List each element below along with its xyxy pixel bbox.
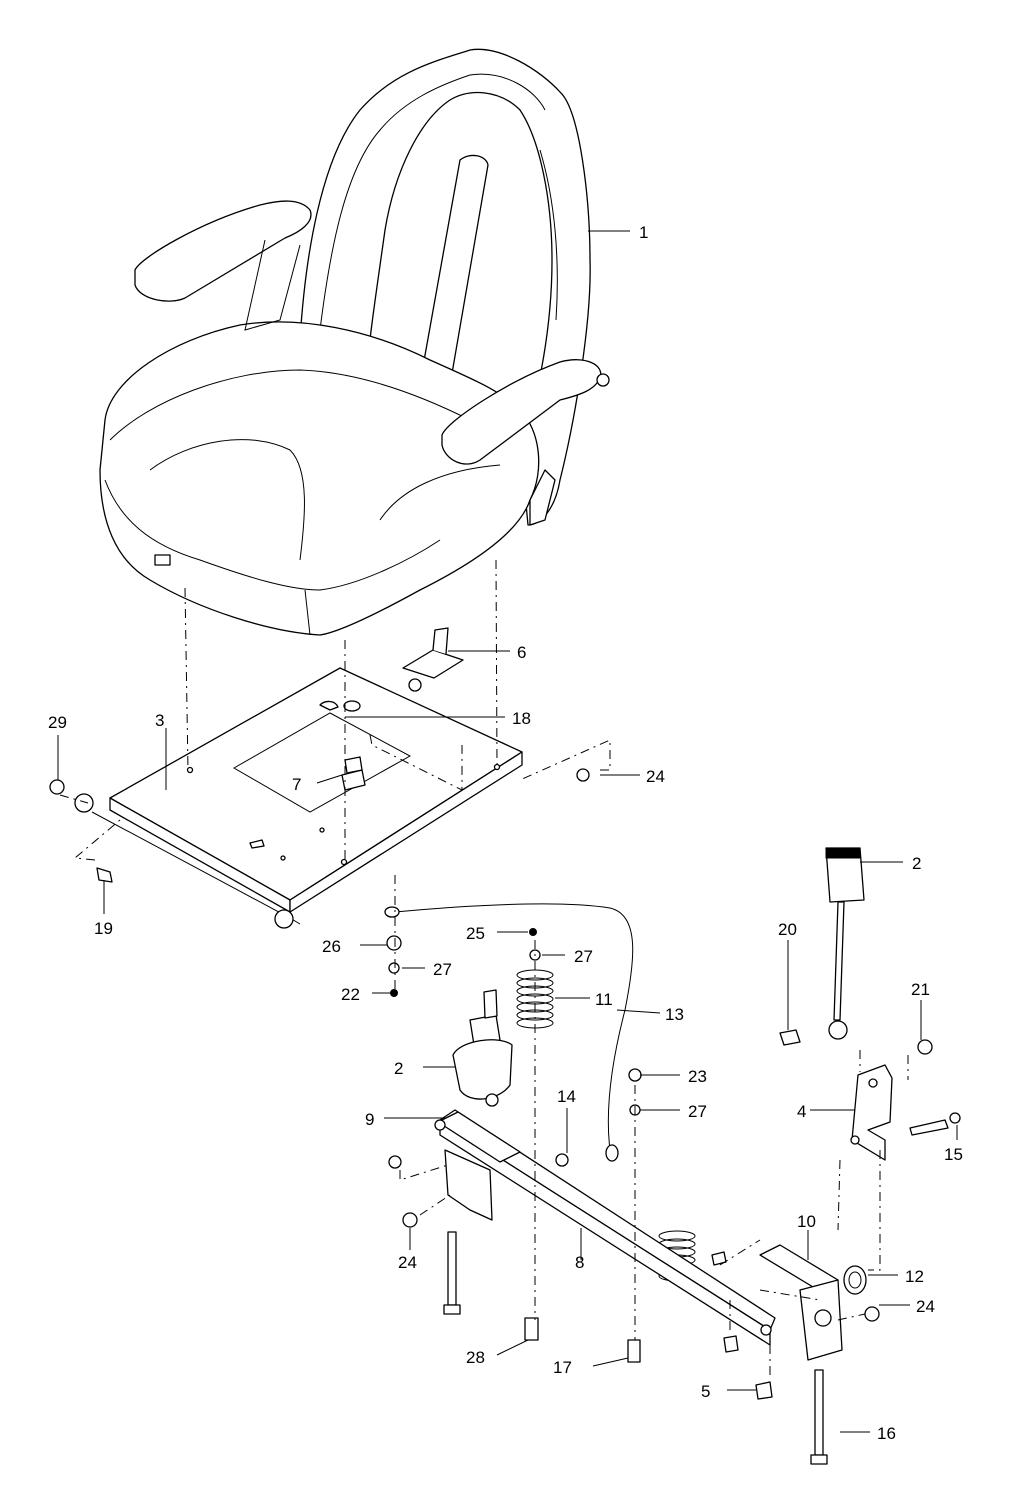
seat (99, 48, 610, 636)
bolt-15 (909, 1119, 949, 1136)
callout-16: 16 (877, 1424, 896, 1443)
callout-3: 3 (155, 711, 164, 730)
callout-4: 4 (797, 1102, 806, 1121)
callout-1: 1 (639, 223, 648, 242)
callout-12: 12 (905, 1267, 924, 1286)
callout-9: 9 (365, 1110, 374, 1129)
washer-27-left (388, 962, 400, 974)
rods (443, 1231, 828, 1465)
callout-2-retractor: 2 (394, 1059, 403, 1078)
assembly-lines (59, 559, 909, 1380)
callout-5: 5 (701, 1382, 710, 1401)
callout-27-left: 27 (433, 960, 452, 979)
nut-25 (529, 928, 537, 936)
nut-24-left (402, 1212, 418, 1228)
callout-24-top: 24 (646, 767, 665, 786)
callout-25: 25 (466, 924, 485, 943)
washer-26 (386, 935, 402, 951)
callout-22: 22 (341, 985, 360, 1004)
bracket-4 (850, 1064, 893, 1161)
callout-18: 18 (512, 709, 531, 728)
callout-17: 17 (553, 1358, 572, 1377)
nut-22 (390, 989, 398, 997)
callout-15: 15 (944, 1145, 963, 1164)
cross-bar-8 (434, 1109, 843, 1361)
belt-buckle-2 (825, 847, 865, 1040)
pin-18 (319, 700, 339, 711)
callout-10: 10 (797, 1212, 816, 1231)
belt-retractor-2 (452, 989, 513, 1107)
callout-27-mid: 27 (574, 947, 593, 966)
callout-11: 11 (595, 990, 613, 1009)
callout-29: 29 (48, 713, 67, 732)
bolt-14 (555, 1153, 569, 1167)
callout-6: 6 (517, 643, 526, 662)
nut-21 (917, 1039, 933, 1055)
nut-24-left-top (388, 1155, 402, 1169)
callouts: 1 2 2 3 4 5 6 7 8 9 10 11 12 13 14 15 16… (48, 223, 963, 1443)
bolt-28 (524, 1317, 539, 1341)
knob-12 (843, 1265, 867, 1295)
callout-13: 13 (665, 1005, 684, 1024)
fasteners (49, 700, 961, 1400)
nut-5 (755, 1381, 773, 1400)
bracket-6 (402, 627, 464, 692)
callout-21: 21 (911, 980, 930, 999)
callout-19: 19 (94, 919, 113, 938)
callout-8: 8 (575, 1253, 584, 1272)
nut-24-top (576, 768, 590, 782)
bolt-17 (627, 1339, 641, 1363)
callout-7: 7 (292, 775, 301, 794)
callout-2-belt-buckle: 2 (912, 854, 921, 873)
bolt-20 (779, 1029, 801, 1046)
nut-24-right (864, 1306, 880, 1322)
bolt-19 (96, 867, 113, 883)
callout-14: 14 (557, 1087, 576, 1106)
leader-lines (57, 230, 958, 1433)
callout-26: 26 (322, 937, 341, 956)
callout-23: 23 (688, 1067, 707, 1086)
cable-13 (384, 903, 634, 1162)
callout-20: 20 (778, 920, 797, 939)
callout-28: 28 (466, 1348, 485, 1367)
seat-plate (74, 667, 523, 929)
nut-29 (49, 779, 65, 795)
callout-27-right: 27 (688, 1102, 707, 1121)
callout-24-left: 24 (398, 1253, 417, 1272)
nut-23 (628, 1068, 642, 1082)
callout-24-right: 24 (916, 1297, 935, 1316)
